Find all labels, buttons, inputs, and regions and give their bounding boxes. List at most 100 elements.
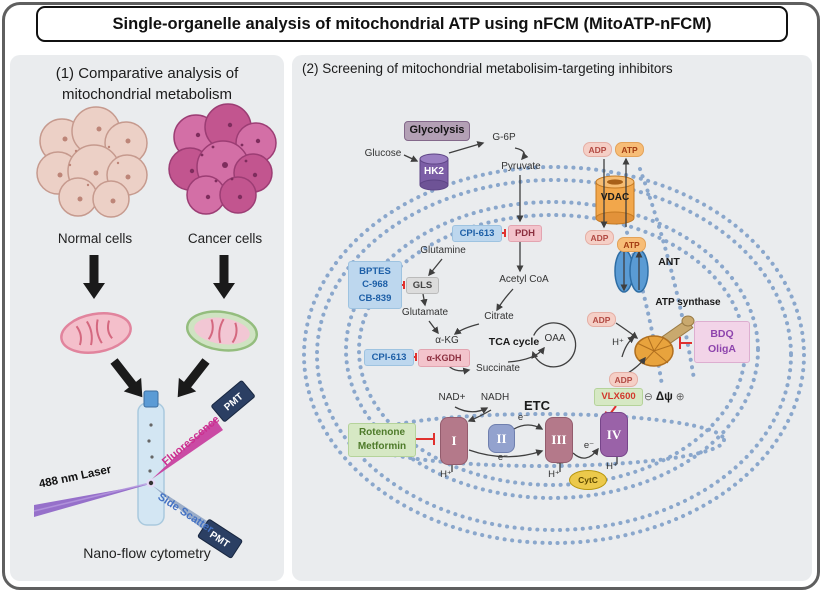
ant-label: ANT <box>658 256 680 268</box>
fluorescence-beam <box>152 419 223 479</box>
delta-psi-label: Δψ <box>655 391 673 403</box>
glutamate-label: Glutamate <box>401 307 449 318</box>
membrane-potential: ⊖ Δψ ⊕ <box>644 391 685 403</box>
synthase-inhibitors-box: BDQ OligA <box>694 321 750 363</box>
glycolysis-box: Glycolysis <box>404 121 470 141</box>
cpi613-inhibitor-box-top: CPI-613 <box>452 225 502 242</box>
pmt-detector-scatter: PMT <box>197 519 243 559</box>
nad-label: NAD+ <box>438 392 466 403</box>
inhibit-bdq-synthase <box>679 337 692 349</box>
arrow-citrate-akg <box>453 323 480 335</box>
adp-badge-matrix-lower: ADP <box>609 372 638 387</box>
tca-cycle-arrow <box>531 322 577 368</box>
arrow-electron-2-3 <box>513 423 544 430</box>
pathway-arrows <box>403 141 646 472</box>
arrow-electron-3-4 <box>572 447 599 459</box>
arrow-glutamine-gls <box>428 258 443 277</box>
normal-cells-illustration <box>36 106 148 218</box>
arrow-glutamate-akg <box>428 320 439 335</box>
hk2-enzyme-cylinder <box>419 153 449 191</box>
side-scatter-beam <box>153 486 218 536</box>
oaa-label: OAA <box>544 333 566 344</box>
sample-particles <box>147 423 154 473</box>
complex1-inhibitors-box: Rotenone Metformin <box>348 423 416 457</box>
complex-iv: IV <box>600 412 628 457</box>
akgdh-enzyme-box: α-KGDH <box>418 349 470 367</box>
proton-label-1: H⁺ <box>440 469 452 480</box>
laser-beam <box>33 482 151 517</box>
left-heading-line1: (1) Comparative analysis of <box>55 65 239 82</box>
g6p-label: G-6P <box>492 132 516 143</box>
arrow-g6p-pyruvate <box>514 147 529 161</box>
akg-label: α-KG <box>435 335 459 346</box>
atp-badge-outer: ATP <box>615 142 644 157</box>
adp-badge-matrix-upper: ADP <box>587 312 616 327</box>
tca-cycle-label: TCA cycle <box>488 336 540 348</box>
arrow-adp-synthase-1 <box>615 322 639 339</box>
complex-i: I <box>440 417 468 465</box>
citrate-label: Citrate <box>484 311 514 322</box>
detected-particle <box>148 480 154 486</box>
right-heading: (2) Screening of mitochondrial metabolis… <box>302 61 673 76</box>
arrow-gls-glutamate <box>420 293 428 307</box>
electron-label-2: e⁻ <box>497 452 509 463</box>
vlx600-inhibitor-box: VLX600 <box>594 388 643 406</box>
bptes-label: BPTES <box>359 266 391 278</box>
panel-inhibitor-screening: (2) Screening of mitochondrial metabolis… <box>292 55 812 581</box>
right-panel-graphics <box>302 141 806 545</box>
cancer-cells-illustration <box>168 103 277 215</box>
gls-enzyme-box: GLS <box>406 277 439 294</box>
atp-synthase-label: ATP synthase <box>655 297 721 308</box>
vdac-label: VDAC <box>600 192 630 203</box>
pyruvate-label: Pyruvate <box>501 161 541 172</box>
ant-transporter <box>614 249 649 293</box>
etc-label: ETC <box>524 398 550 413</box>
arrow-normal-to-mito <box>83 255 105 299</box>
left-heading-line2: mitochondrial metabolism <box>61 86 233 103</box>
adp-badge-outer: ADP <box>583 142 612 157</box>
glutaminase-inhibitors-box: BPTES C-968 CB-839 <box>348 261 402 309</box>
arrow-cancer-to-mito <box>213 255 235 299</box>
arrow-hk2-g6p <box>448 141 485 154</box>
proton-label-2: H⁺ <box>548 469 560 480</box>
arrow-nad-nadh <box>454 406 489 414</box>
arrow-electron-1-3 <box>468 449 544 458</box>
vdac-channel-cylinder <box>595 175 635 225</box>
nadh-label: NADH <box>480 392 510 403</box>
bdq-label: BDQ <box>710 328 734 341</box>
atp-badge-intermembrane: ATP <box>617 237 646 252</box>
c968-label: C-968 <box>362 279 388 291</box>
arrow-acetylcoa-citrate <box>496 288 514 312</box>
inhibit-rotenone-complex1 <box>416 433 435 445</box>
electron-label-3: e⁻ <box>583 440 595 451</box>
left-panel-graphics: PMT PMT <box>33 103 277 559</box>
cancer-cells-label: Cancer cells <box>187 231 263 246</box>
cytometry-footer-label: Nano-flow cytometry <box>83 545 211 561</box>
psi-minus-sign: ⊖ <box>644 391 653 403</box>
acetyl-coa-label: Acetyl CoA <box>499 274 549 285</box>
metformin-label: Metformin <box>357 441 407 452</box>
glucose-label: Glucose <box>364 148 402 159</box>
cytc-carrier: CytC <box>569 470 607 490</box>
mitochondrion-cancer <box>185 310 259 352</box>
proton-label-3: H⁺ <box>606 461 618 472</box>
glutamine-label: Glutamine <box>420 245 466 256</box>
pmt-detector-fluorescence: PMT <box>211 380 255 422</box>
cpi613-inhibitor-box-mid: CPI-613 <box>364 349 414 366</box>
hk2-label: HK2 <box>423 166 444 177</box>
pdh-enzyme-box: PDH <box>508 225 542 242</box>
adp-badge-intermembrane: ADP <box>585 230 614 245</box>
proton-label-synthase: H⁺ <box>612 337 624 348</box>
arrow-mito-right-to-cytometer <box>177 358 210 398</box>
arrow-mito-left-to-cytometer <box>110 358 143 398</box>
arrow-succinate-oaa <box>507 346 545 363</box>
cytometer-capillary <box>137 390 165 526</box>
normal-cells-label: Normal cells <box>57 231 133 246</box>
figure-title: Single-organelle analysis of mitochondri… <box>36 6 788 42</box>
electron-label-1: e⁻ <box>517 412 529 423</box>
arrow-glucose-hk2 <box>403 154 419 162</box>
oliga-label: OligA <box>708 343 736 355</box>
complex-iii: III <box>545 417 573 463</box>
arrow-adp-synthase-2 <box>627 356 646 374</box>
rotenone-label: Rotenone <box>358 427 406 438</box>
